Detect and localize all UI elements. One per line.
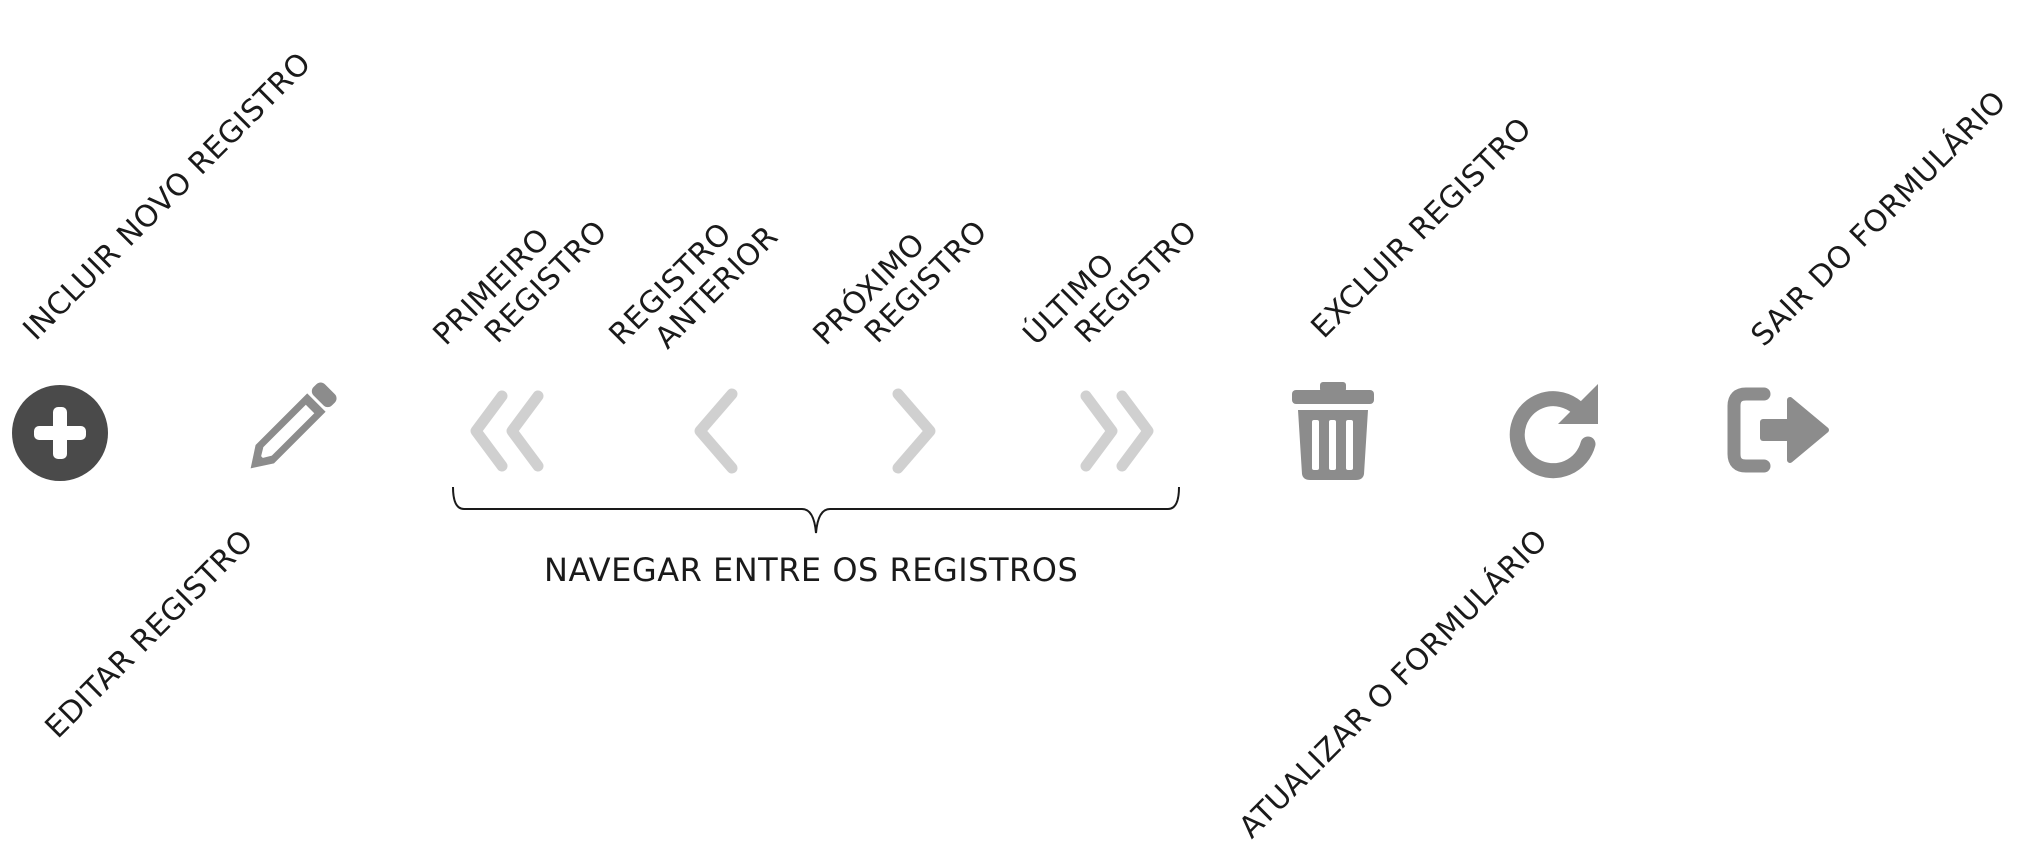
first-record-label: PRIMEIRO REGISTRO: [427, 190, 615, 377]
plus-circle-icon[interactable]: [10, 383, 110, 483]
exit-form-label: SAIR DO FORMULÁRIO: [1744, 84, 2014, 354]
refresh-icon[interactable]: [1506, 380, 1604, 480]
chevron-right-icon[interactable]: [886, 388, 942, 474]
chevron-left-icon[interactable]: [688, 388, 744, 474]
add-record-label: INCLUIR NOVO REGISTRO: [16, 45, 319, 348]
trash-icon[interactable]: [1290, 380, 1376, 482]
double-chevron-right-icon[interactable]: [1076, 390, 1156, 472]
refresh-form-label: ATUALIZAR O FORMULÁRIO: [1232, 522, 1555, 846]
last-record-label: ÚLTIMO REGISTRO: [1017, 190, 1205, 377]
previous-record-label: REGISTRO ANTERIOR: [603, 195, 785, 377]
exit-icon[interactable]: [1726, 384, 1830, 476]
pencil-icon[interactable]: [234, 382, 338, 484]
navigation-group-brace: [452, 486, 1180, 534]
double-chevron-left-icon[interactable]: [468, 390, 548, 472]
edit-record-label: EDITAR REGISTRO: [38, 523, 261, 746]
next-record-label: PRÓXIMO REGISTRO: [807, 190, 995, 377]
delete-record-label: EXCLUIR REGISTRO: [1304, 110, 1539, 346]
navigation-caption: NAVEGAR ENTRE OS REGISTROS: [544, 551, 1079, 589]
